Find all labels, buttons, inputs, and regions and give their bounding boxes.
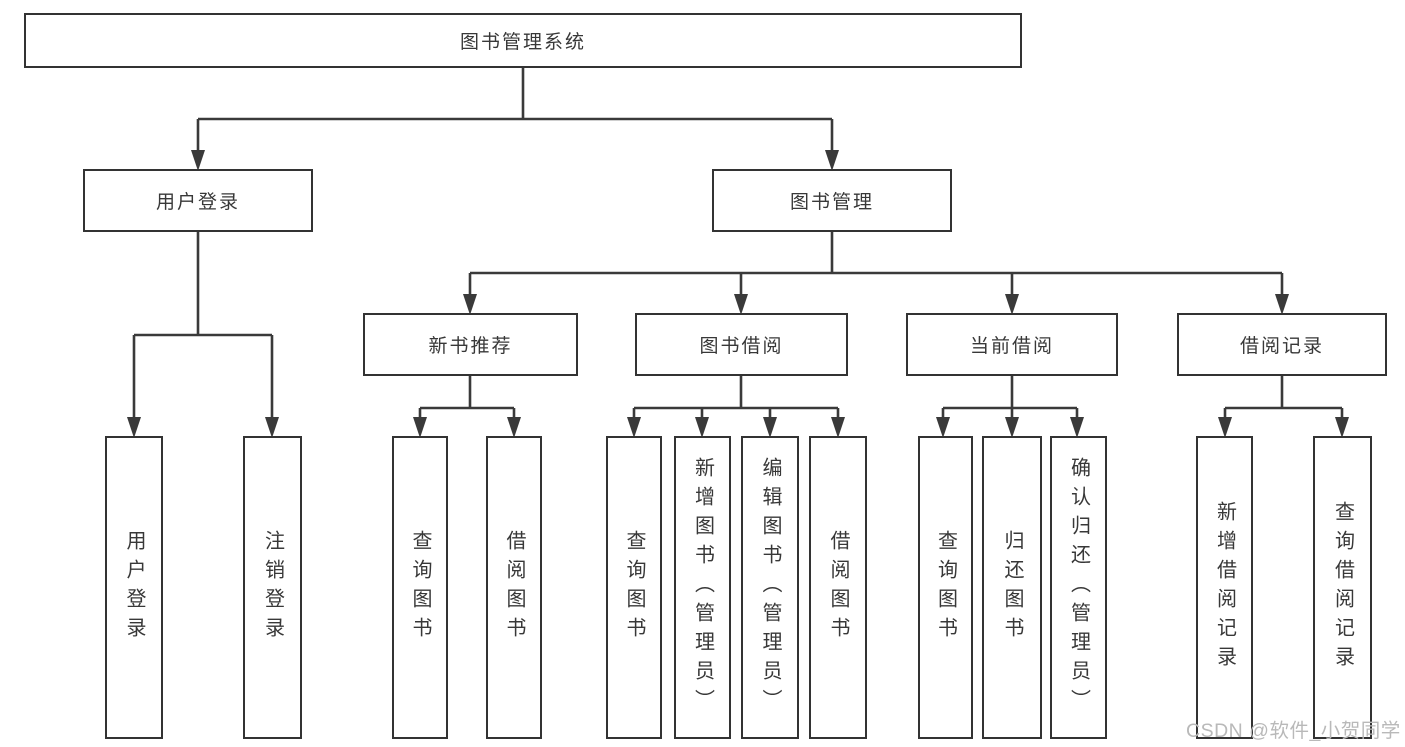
connectors-level-2 <box>463 232 1289 315</box>
leaf-borrow-books-1-label: 借阅图书 <box>503 529 525 646</box>
leaf-borrow-books-2: 借阅图书 <box>809 436 867 739</box>
connectors-level-1 <box>191 68 839 171</box>
leaf-confirm-return-admin: 确认归还（管理员） <box>1050 436 1107 739</box>
node-book-management: 图书管理 <box>712 169 952 232</box>
leaf-return-books-label: 归还图书 <box>1001 529 1023 646</box>
leaf-add-books-admin: 新增图书（管理员） <box>674 436 731 739</box>
node-root: 图书管理系统 <box>24 13 1022 68</box>
node-book-borrowing: 图书借阅 <box>635 313 848 376</box>
leaf-query-books-3-label: 查询图书 <box>934 529 957 646</box>
leaf-user-login: 用户登录 <box>105 436 163 739</box>
node-root-label: 图书管理系统 <box>459 32 586 53</box>
node-user-login-branch-label: 用户登录 <box>155 192 240 213</box>
leaf-add-books-admin-label: 新增图书（管理员） <box>691 457 714 718</box>
leaf-return-books: 归还图书 <box>982 436 1042 739</box>
node-current-borrowing-label: 当前借阅 <box>969 336 1054 357</box>
leaf-query-books-2-label: 查询图书 <box>623 529 645 646</box>
leaf-edit-books-admin-label: 编辑图书（管理员） <box>759 457 781 718</box>
leaf-query-books-3: 查询图书 <box>918 436 973 739</box>
leaf-query-books-1-label: 查询图书 <box>409 529 431 646</box>
node-new-book-recommend: 新书推荐 <box>363 313 578 376</box>
leaf-edit-books-admin: 编辑图书（管理员） <box>741 436 799 739</box>
node-borrowing-records: 借阅记录 <box>1177 313 1387 376</box>
leaf-logout: 注销登录 <box>243 436 302 739</box>
connectors-user-login-group <box>127 232 279 438</box>
leaf-borrow-books-2-label: 借阅图书 <box>827 529 849 646</box>
leaf-confirm-return-admin-label: 确认归还（管理员） <box>1067 457 1090 718</box>
watermark: CSDN @软件_小贺同学 <box>1186 720 1401 742</box>
leaf-user-login-label: 用户登录 <box>123 529 145 646</box>
node-book-borrowing-label: 图书借阅 <box>699 336 784 357</box>
leaf-query-borrow-record-label: 查询借阅记录 <box>1331 500 1354 675</box>
leaf-query-books-1: 查询图书 <box>392 436 448 739</box>
node-book-management-label: 图书管理 <box>789 192 874 213</box>
leaf-query-books-2: 查询图书 <box>606 436 662 739</box>
leaf-borrow-books-1: 借阅图书 <box>486 436 542 739</box>
node-borrowing-records-label: 借阅记录 <box>1239 336 1324 357</box>
node-current-borrowing: 当前借阅 <box>906 313 1118 376</box>
leaf-logout-label: 注销登录 <box>261 529 284 646</box>
connectors-leaf-groups <box>413 376 1349 438</box>
node-user-login-branch: 用户登录 <box>83 169 313 232</box>
leaf-add-borrow-record: 新增借阅记录 <box>1196 436 1253 739</box>
leaf-query-borrow-record: 查询借阅记录 <box>1313 436 1372 739</box>
leaf-add-borrow-record-label: 新增借阅记录 <box>1213 500 1236 675</box>
node-new-book-recommend-label: 新书推荐 <box>428 336 513 357</box>
